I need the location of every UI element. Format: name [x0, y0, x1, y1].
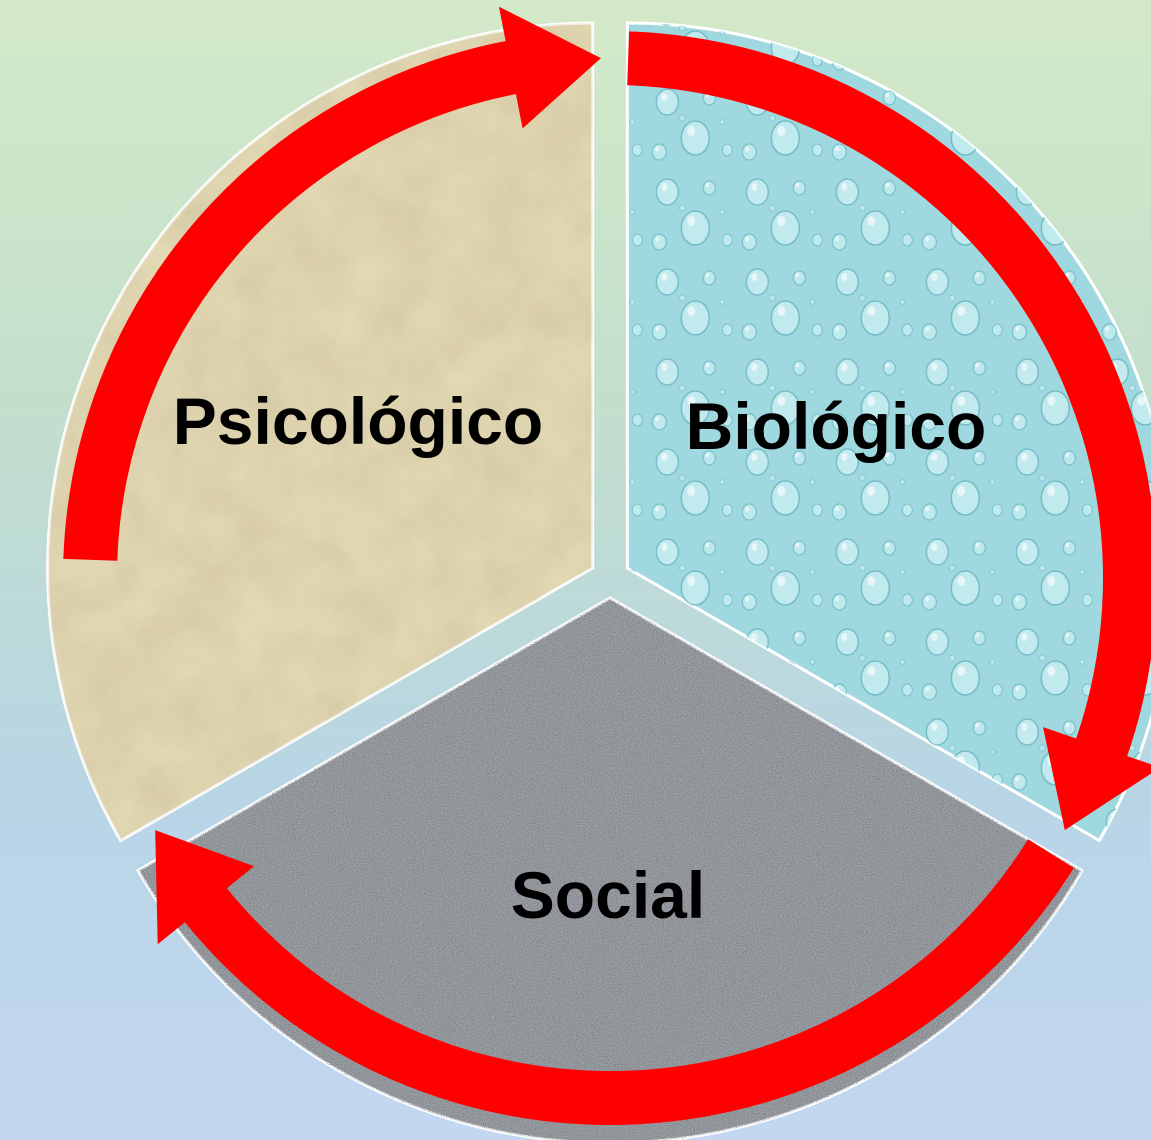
- segment-psicologico: [46, 21, 595, 843]
- cycle-arrow-top: [63, 6, 601, 561]
- cycle-arrow-top-head: [498, 6, 601, 129]
- segment-social-texture: [138, 598, 1082, 1140]
- segment-social: [135, 596, 1085, 1140]
- arrows-layer: [63, 6, 1151, 1125]
- segment-label-psicologico: Psicológico: [173, 384, 543, 458]
- segment-label-biologico: Biológico: [686, 389, 987, 463]
- cycle-arrow-top-shaft: [63, 39, 525, 561]
- cycle-arrow-bottom-shaft: [178, 839, 1074, 1125]
- cycle-arrow-bottom-head: [155, 830, 255, 945]
- segment-label-social: Social: [511, 858, 705, 932]
- segment-psicologico-texture: [47, 23, 593, 841]
- cycle-arrow-right-shaft: [627, 31, 1151, 766]
- cycle-arrow-right-head: [1043, 727, 1151, 831]
- cycle-arrow-bottom: [155, 830, 1074, 1125]
- cycle-arrow-right: [627, 31, 1151, 831]
